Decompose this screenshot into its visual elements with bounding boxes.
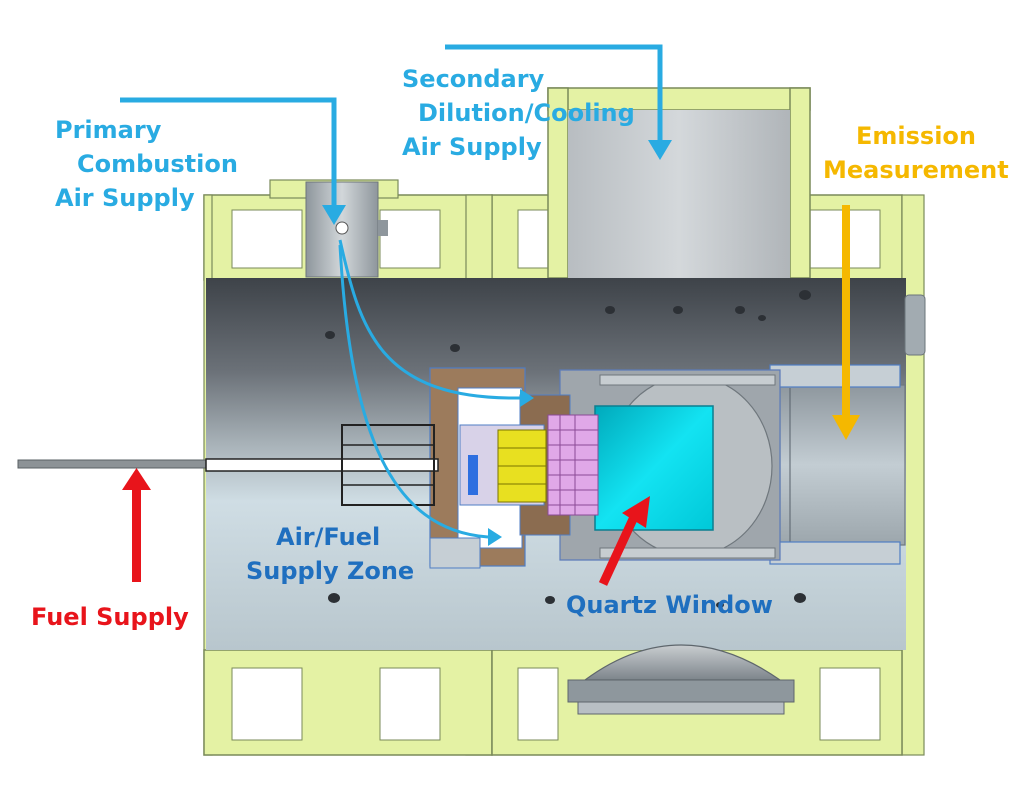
emission-arrow xyxy=(832,205,860,440)
quartz-window-label: Quartz Window xyxy=(566,588,773,622)
emission-measurement-label: Emission Measurement xyxy=(823,119,1009,187)
label-line: Measurement xyxy=(823,156,1009,184)
label-line: Dilution/Cooling xyxy=(418,99,635,127)
secondary-air-supply-label: Secondary Dilution/Cooling Air Supply xyxy=(402,62,635,164)
exhaust-section xyxy=(769,294,926,565)
label-line: Supply Zone xyxy=(246,557,415,585)
secondary-air-inlet xyxy=(568,110,790,278)
label-line: Combustion xyxy=(77,150,238,178)
air-fuel-supply-zone-label: Air/Fuel Supply Zone xyxy=(246,520,414,588)
fuel-supply-label: Fuel Supply xyxy=(31,600,189,634)
quartz-window xyxy=(594,405,714,531)
label-line: Air Supply xyxy=(402,133,542,161)
quartz-window-arrow xyxy=(598,496,650,586)
label-line: Primary xyxy=(55,116,162,144)
duct-bolt-holes xyxy=(325,290,846,608)
burner-assembly xyxy=(429,367,599,569)
label-line: Emission xyxy=(856,122,976,150)
fuel-supply-arrow xyxy=(122,468,151,582)
secondary-air-flow-arrow xyxy=(445,44,672,160)
bottom-viewport xyxy=(567,644,795,715)
label-line: Fuel Supply xyxy=(31,603,189,631)
primary-air-supply-label: Primary Combustion Air Supply xyxy=(55,113,238,215)
primary-air-flow-arrows xyxy=(120,97,534,546)
fuel-line xyxy=(17,424,439,506)
label-line: Air/Fuel xyxy=(276,523,381,551)
label-line: Air Supply xyxy=(55,184,195,212)
label-line: Quartz Window xyxy=(566,591,773,619)
label-line: Secondary xyxy=(402,65,545,93)
